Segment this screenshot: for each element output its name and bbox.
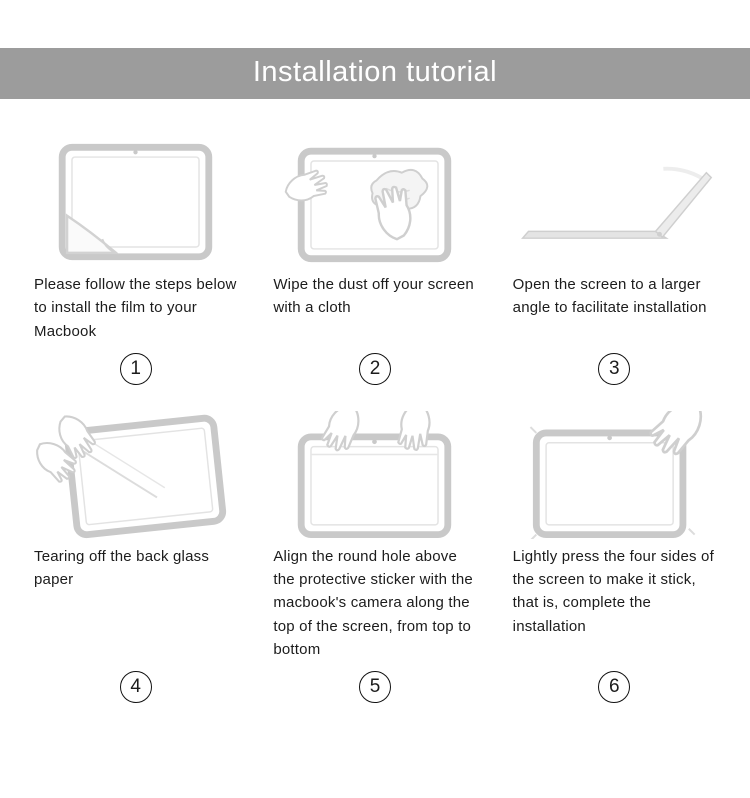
step-number-badge: 6 — [598, 671, 631, 703]
step-5: Align the round hole above the protectiv… — [263, 410, 486, 703]
step-description: Tearing off the back glass paper — [34, 547, 210, 588]
laptop-open-angle-icon — [520, 166, 713, 239]
step-2: Wipe the dust off your screen with a clo… — [263, 139, 486, 385]
wipe-screen-illustration — [263, 139, 486, 267]
step-3: Open the screen to a larger angle to fac… — [503, 139, 726, 385]
tutorial-steps-grid: Please follow the steps below to install… — [0, 139, 750, 703]
cloth-wipe-icon — [285, 147, 452, 263]
title-banner: Installation tutorial — [0, 48, 750, 99]
step-description: Lightly press the four sides of the scre… — [512, 547, 714, 635]
tear-film-icon — [36, 414, 227, 538]
step-number-badge: 1 — [119, 352, 152, 385]
tear-back-paper-illustration — [24, 411, 247, 539]
page-title: Installation tutorial — [252, 56, 498, 88]
step-6: Lightly press the four sides of the scre… — [503, 410, 726, 703]
step-number-badge: 5 — [358, 671, 391, 703]
press-four-sides-illustration — [503, 410, 726, 539]
step-description: Align the round hole above the protectiv… — [273, 547, 473, 658]
step-number-badge: 3 — [598, 352, 631, 385]
step-number-badge: 4 — [119, 671, 152, 703]
step-description: Open the screen to a larger angle to fac… — [512, 276, 707, 317]
film-peel-illustration — [24, 139, 247, 267]
press-screen-icon — [529, 410, 702, 539]
step-4: Tearing off the back glass paper 4 — [24, 411, 247, 703]
step-1: Please follow the steps below to install… — [24, 139, 247, 385]
step-description: Please follow the steps below to install… — [34, 276, 237, 340]
align-film-icon — [298, 410, 452, 538]
step-description: Wipe the dust off your screen with a clo… — [273, 276, 474, 317]
align-camera-hole-illustration — [263, 410, 486, 539]
macbook-screen-film-peel-icon — [58, 143, 213, 261]
step-number-badge: 2 — [358, 352, 391, 385]
open-screen-illustration — [503, 139, 726, 267]
